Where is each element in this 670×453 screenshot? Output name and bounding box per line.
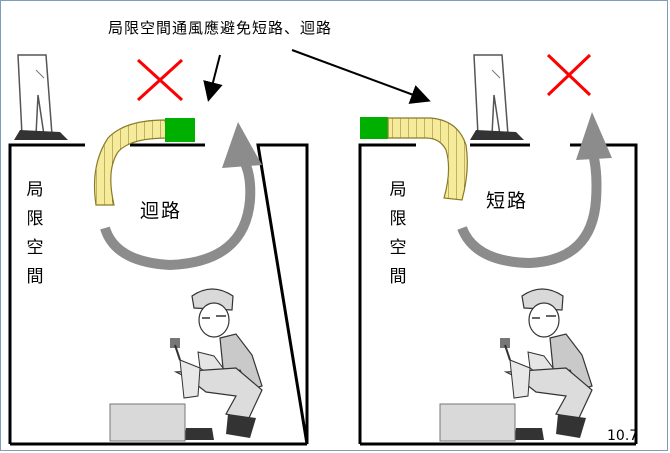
red-x-left: [136, 58, 184, 102]
left-space-label-char: 限: [26, 209, 44, 229]
worker-right: [500, 288, 593, 440]
pointer-line-left: [203, 54, 223, 102]
left-space-walls: [8, 143, 309, 445]
right-space-label-char: 空: [389, 238, 407, 258]
duct-right: [387, 117, 468, 201]
right-space-label: 局 限 空 間: [388, 176, 408, 292]
left-flow-label: 迴路: [140, 200, 183, 222]
left-space-label-char: 空: [26, 238, 44, 258]
page-number: 10.7: [607, 428, 639, 444]
circulation-arrow-right: [457, 148, 602, 269]
right-space-label-char: 局: [389, 180, 407, 200]
fan-right: [360, 117, 388, 139]
right-space-label-char: 間: [389, 267, 407, 287]
left-space-label-char: 間: [26, 267, 44, 287]
right-space-label-char: 限: [389, 209, 407, 229]
standing-person-legs-left: [14, 54, 68, 140]
standing-person-legs-right: [470, 54, 524, 140]
stone-block-right: [439, 403, 516, 442]
worker-left: [170, 288, 263, 440]
fan-left: [165, 118, 195, 142]
circulation-arrow-left: [100, 151, 256, 271]
left-panel: [8, 54, 309, 446]
right-flow-label: 短路: [486, 190, 529, 212]
pointer-line-right: [291, 49, 431, 104]
red-x-right: [546, 53, 592, 97]
left-space-label-char: 局: [26, 180, 44, 200]
left-space-label: 局 限 空 間: [25, 176, 45, 292]
stone-block-left: [109, 403, 186, 442]
right-panel: [358, 53, 638, 446]
duct-left: [93, 119, 169, 206]
caption-text: 局限空間通風應避免短路、迴路: [108, 19, 333, 37]
